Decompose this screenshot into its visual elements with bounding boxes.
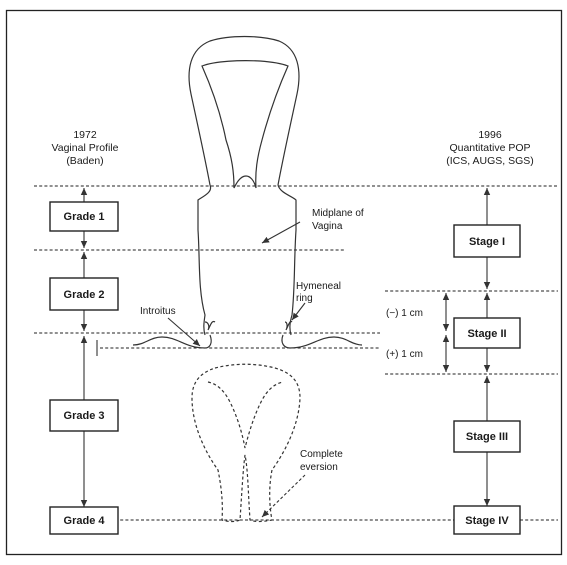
label-midplane-1: Midplane of xyxy=(312,208,364,219)
stage-3-label: Stage III xyxy=(466,431,508,443)
left-column-header: 1972 Vaginal Profile (Baden) xyxy=(52,129,119,167)
right-column-header: 1996 Quantitative POP (ICS, AUGS, SGS) xyxy=(446,129,534,167)
stage-box-2: Stage II xyxy=(454,318,520,348)
left-header-source: (Baden) xyxy=(66,155,103,167)
leader-midplane xyxy=(262,222,300,243)
grade-1-label: Grade 1 xyxy=(64,211,105,223)
label-hymeneal-2: ring xyxy=(296,293,313,304)
grade-2-label: Grade 2 xyxy=(64,289,105,301)
stage-box-1: Stage I xyxy=(454,225,520,257)
grade-3-label: Grade 3 xyxy=(64,410,105,422)
grade-box-2: Grade 2 xyxy=(50,278,118,310)
label-minus-1cm: (−) 1 cm xyxy=(386,308,423,319)
label-eversion-1: Complete xyxy=(300,449,343,460)
label-plus-1cm: (+) 1 cm xyxy=(386,349,423,360)
grade-box-1: Grade 1 xyxy=(50,202,118,231)
everted-uterus-outline xyxy=(192,364,300,521)
left-header-title: Vaginal Profile xyxy=(52,142,119,154)
label-introitus: Introitus xyxy=(140,306,176,317)
right-header-year: 1996 xyxy=(478,129,502,141)
leader-introitus xyxy=(168,318,200,346)
left-header-year: 1972 xyxy=(73,129,97,141)
stage-box-3: Stage III xyxy=(454,421,520,452)
grade-box-3: Grade 3 xyxy=(50,400,118,431)
label-midplane-2: Vagina xyxy=(312,221,343,232)
stage-2-label: Stage II xyxy=(467,328,506,340)
leader-hymeneal xyxy=(292,303,305,320)
label-hymeneal-1: Hymeneal xyxy=(296,281,341,292)
grade-4-label: Grade 4 xyxy=(64,515,106,527)
uterus-vagina-outline xyxy=(133,37,362,349)
stage-4-label: Stage IV xyxy=(465,515,509,527)
leader-eversion xyxy=(262,475,305,517)
right-header-title: Quantitative POP xyxy=(449,142,530,154)
label-eversion-2: eversion xyxy=(300,462,338,473)
stage-box-4: Stage IV xyxy=(454,506,520,534)
right-header-source: (ICS, AUGS, SGS) xyxy=(446,155,534,167)
stage-1-label: Stage I xyxy=(469,236,505,248)
grade-box-4: Grade 4 xyxy=(50,507,118,534)
